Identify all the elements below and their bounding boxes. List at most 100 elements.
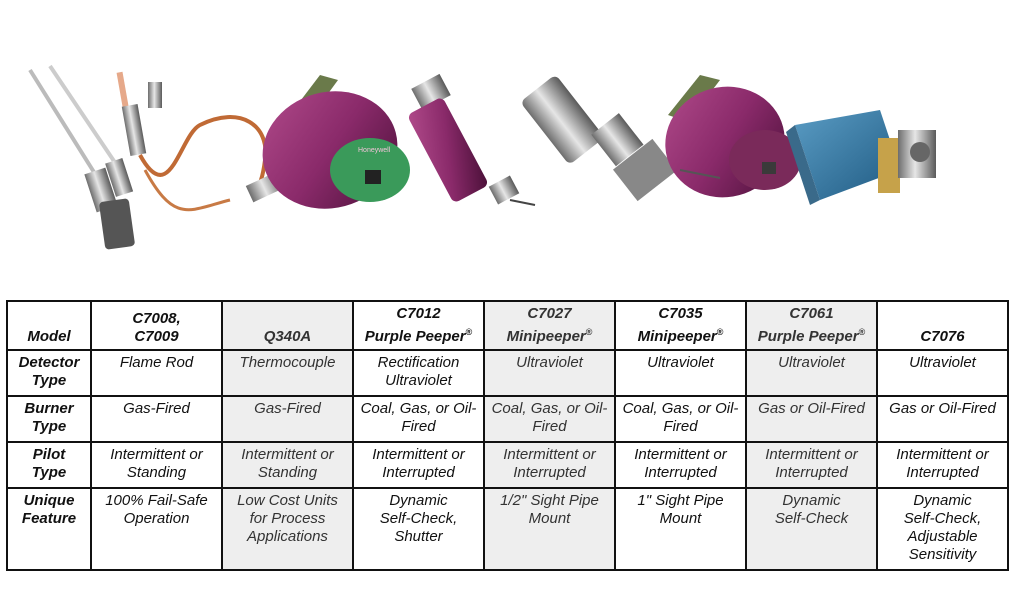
purple-peeper-c7012-photo: Honeywell — [262, 75, 410, 209]
spec-text-line: Coal, Gas, or Oil- — [620, 400, 741, 418]
model-name-line: Minipeeper® — [489, 323, 610, 346]
spec-text-line: Self-Check — [751, 510, 872, 528]
cell-text: Coal, Gas, or Oil- — [360, 400, 477, 417]
model-name-line: C7012 — [358, 305, 479, 323]
cell-text: C7012 — [396, 305, 441, 322]
spec-text-line: Ultraviolet — [751, 354, 872, 372]
detector-c7076-photo — [786, 110, 936, 205]
purple-peeper-c7061-photo — [665, 75, 801, 198]
spec-text-line: Intermittent or — [489, 446, 610, 464]
spec-text-line: 100% Fail-Safe — [96, 492, 217, 510]
cell-text: Adjustable — [907, 528, 978, 545]
row-label-line: Type — [31, 372, 67, 389]
cell-text: Ultraviolet — [516, 354, 583, 371]
spec-text-line: Dynamic — [882, 492, 1003, 510]
model-header-cell: C7076 — [876, 300, 1009, 351]
registered-mark: ® — [716, 327, 724, 337]
cell-text: Gas-Fired — [254, 400, 321, 417]
cell-text: 1/2" Sight Pipe — [500, 492, 599, 509]
spec-cell: Coal, Gas, or Oil-Fired — [614, 395, 747, 443]
cell-text: Self-Check, — [379, 510, 458, 527]
model-header-cell: Q340A — [221, 300, 354, 351]
cell-text: C7027 — [527, 305, 572, 322]
model-header-cell: C7008,C7009 — [90, 300, 223, 351]
row-label-line: Type — [31, 464, 67, 481]
spec-text-line: Mount — [489, 510, 610, 528]
row-label-line: Detector — [18, 354, 80, 371]
cell-text: Intermittent or — [110, 446, 203, 463]
model-name-line: C7061 — [751, 305, 872, 323]
cell-text: Standing — [126, 464, 187, 481]
spec-text-line: Intermittent or — [620, 446, 741, 464]
cell-text: Intermittent or — [503, 446, 596, 463]
spec-text-line: Coal, Gas, or Oil- — [358, 400, 479, 418]
spec-cell: Coal, Gas, or Oil-Fired — [483, 395, 616, 443]
cell-text: Mount — [528, 510, 571, 527]
cell-text: Purple Peeper — [757, 328, 859, 345]
row-label-line: Pilot — [32, 446, 66, 463]
model-name-line: Purple Peeper® — [751, 323, 872, 346]
cell-text: Purple Peeper — [364, 328, 466, 345]
spec-text-line: 1/2" Sight Pipe — [489, 492, 610, 510]
row-label-line: Feature — [21, 510, 77, 527]
cell-text: Self-Check, — [903, 510, 982, 527]
cell-text: Ultraviolet — [647, 354, 714, 371]
cell-text: Intermittent or — [241, 446, 334, 463]
cell-text: Self-Check — [774, 510, 849, 527]
model-name-line: C7035 — [620, 305, 741, 323]
spec-text-line: Intermittent or — [227, 446, 348, 464]
spec-text-line: Operation — [96, 510, 217, 528]
cell-text: Intermittent or — [765, 446, 858, 463]
spec-cell: Gas-Fired — [90, 395, 223, 443]
spec-text-line: Self-Check, — [358, 510, 479, 528]
cell-text: 1" Sight Pipe — [637, 492, 724, 509]
spec-text-line: Intermittent or — [358, 446, 479, 464]
spec-text-line: 1" Sight Pipe — [620, 492, 741, 510]
cell-text: Intermittent or — [634, 446, 727, 463]
row-label-line: Model — [27, 328, 71, 345]
spec-text-line: Applications — [227, 528, 348, 546]
spec-text-line: Gas-Fired — [227, 400, 348, 418]
cell-text: Interrupted — [382, 464, 455, 481]
spec-cell: Thermocouple — [221, 349, 354, 397]
cell-text: Low Cost Units — [237, 492, 338, 509]
cell-text: Gas-Fired — [123, 400, 190, 417]
spec-text-line: Dynamic — [751, 492, 872, 510]
spec-text-line: Gas-Fired — [96, 400, 217, 418]
model-name-line: Q340A — [227, 328, 348, 346]
cell-text: Fired — [663, 418, 698, 435]
spec-cell: Ultraviolet — [483, 349, 616, 397]
model-name-line: Purple Peeper® — [358, 323, 479, 346]
spec-text-line: Interrupted — [882, 464, 1003, 482]
cell-text: Ultraviolet — [778, 354, 845, 371]
spec-cell: Ultraviolet — [876, 349, 1009, 397]
brand-print: Honeywell — [358, 147, 391, 154]
cell-text: Interrupted — [513, 464, 586, 481]
spec-text-line: Fired — [358, 418, 479, 436]
spec-text-line: Intermittent or — [96, 446, 217, 464]
cell-text: Flame Rod — [119, 354, 194, 371]
spec-text-line: Gas or Oil-Fired — [751, 400, 872, 418]
cell-text: Coal, Gas, or Oil- — [622, 400, 739, 417]
spec-text-line: Ultraviolet — [620, 354, 741, 372]
cell-text: Shutter — [394, 528, 443, 545]
cell-text: Intermittent or — [372, 446, 465, 463]
minipeeper-c7035-photo — [522, 76, 678, 202]
spec-cell: Ultraviolet — [614, 349, 747, 397]
